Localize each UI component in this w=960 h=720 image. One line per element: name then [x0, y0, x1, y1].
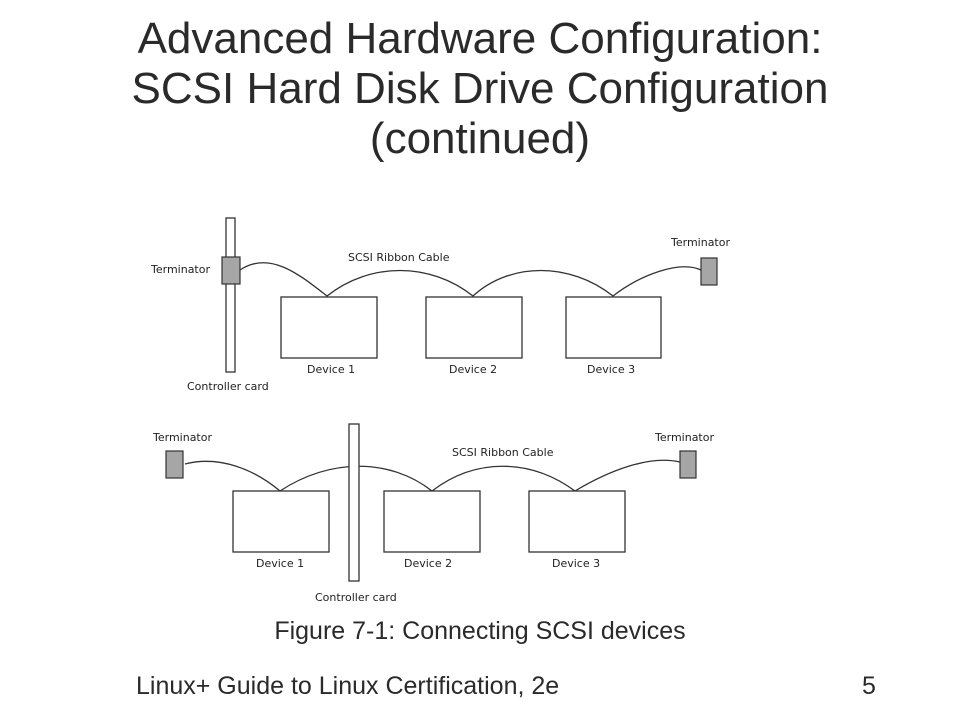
diagram-bottom: SCSI Ribbon Cable Terminator Terminator … [152, 423, 714, 604]
top-ribbon-cable [239, 262, 702, 297]
slide-title: Advanced Hardware Configuration: SCSI Ha… [40, 14, 920, 164]
bottom-terminator-right [679, 450, 697, 479]
top-device-1-label: Device 1 [307, 363, 355, 376]
top-terminator-right [700, 257, 718, 286]
bottom-device-1 [232, 490, 330, 553]
top-terminator-left-label: Terminator [150, 263, 210, 276]
bottom-terminator-left [165, 450, 184, 479]
title-line-1: Advanced Hardware Configuration: [137, 14, 823, 63]
top-device-3 [565, 296, 662, 359]
diagram-top: SCSI Ribbon Cable Terminator Terminator … [150, 217, 730, 393]
top-device-2-label: Device 2 [449, 363, 497, 376]
figure-caption: Figure 7-1: Connecting SCSI devices [274, 617, 686, 645]
top-device-2 [425, 296, 523, 359]
title-line-3: (continued) [369, 114, 591, 163]
bottom-controller-label: Controller card [315, 591, 397, 604]
top-terminator-left [221, 256, 241, 285]
bottom-terminator-left-label: Terminator [152, 431, 212, 444]
title-line-2: SCSI Hard Disk Drive Configuration [131, 64, 829, 113]
bottom-device-2 [383, 490, 481, 553]
page-number: 5 [862, 672, 876, 700]
bottom-device-3-label: Device 3 [552, 557, 600, 570]
bottom-device-2-label: Device 2 [404, 557, 452, 570]
top-terminator-right-label: Terminator [670, 236, 730, 249]
bottom-controller-card [348, 423, 360, 582]
top-controller-card [225, 217, 236, 373]
top-cable-label: SCSI Ribbon Cable [348, 251, 450, 264]
top-device-3-label: Device 3 [587, 363, 635, 376]
bottom-cable-label: SCSI Ribbon Cable [452, 446, 554, 459]
top-controller-label: Controller card [187, 380, 269, 393]
bottom-terminator-right-label: Terminator [654, 431, 714, 444]
bottom-device-1-label: Device 1 [256, 557, 304, 570]
bottom-ribbon-cable [184, 459, 681, 492]
top-device-1 [280, 296, 378, 359]
footer-text: Linux+ Guide to Linux Certification, 2e [136, 672, 560, 700]
bottom-device-3 [528, 490, 626, 553]
